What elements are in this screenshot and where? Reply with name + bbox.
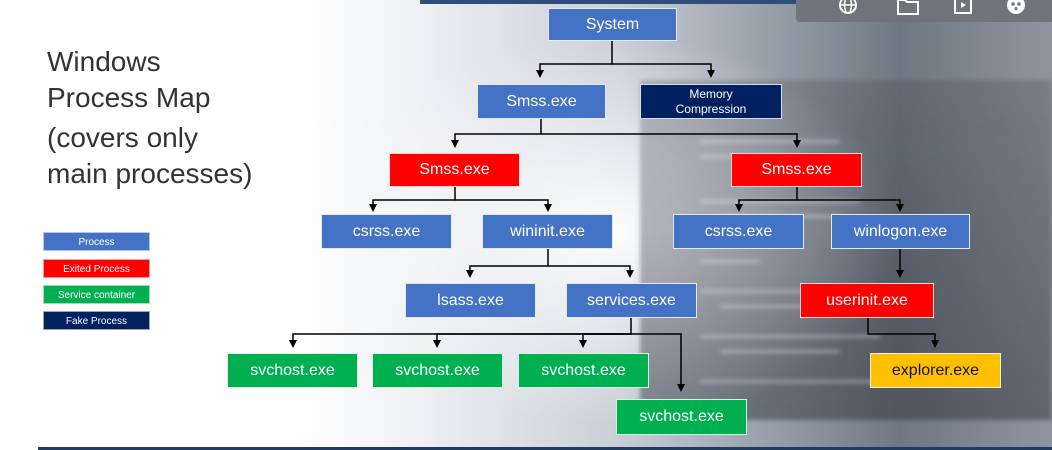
node-smss-session0[interactable]: Smss.exe	[389, 153, 520, 187]
edge-svchost1	[289, 318, 632, 348]
node-system[interactable]: System	[548, 8, 677, 41]
edge-system-memcomp	[612, 63, 715, 78]
title-line-3: (covers only	[47, 122, 198, 153]
edge-svchost4	[631, 333, 685, 392]
legend-process: Process	[43, 232, 150, 251]
edge-smss-session1	[541, 133, 801, 148]
play-icon[interactable]	[951, 0, 975, 18]
edge-csrss1	[735, 186, 798, 212]
avatar-icon[interactable]	[1004, 0, 1028, 18]
edge-wininit	[455, 199, 552, 212]
node-svchost-1[interactable]: svchost.exe	[227, 353, 358, 388]
toolbar	[796, 0, 1052, 22]
edge-smss-session0	[451, 118, 542, 148]
title-line-4: main processes)	[47, 158, 253, 189]
title-line-2: Process Map	[47, 82, 211, 113]
node-csrss-session0[interactable]: csrss.exe	[321, 214, 452, 249]
node-services[interactable]: services.exe	[566, 283, 697, 318]
node-smss-session1[interactable]: Smss.exe	[731, 153, 862, 187]
node-lsass[interactable]: lsass.exe	[405, 283, 536, 318]
node-explorer[interactable]: explorer.exe	[870, 353, 1001, 388]
edge-lsass	[466, 248, 549, 278]
edge-csrss0	[369, 186, 456, 212]
node-memory-compression[interactable]: Memory Compression	[640, 84, 782, 119]
node-wininit[interactable]: wininit.exe	[482, 214, 613, 249]
edge-svchost2	[433, 333, 631, 348]
page-title: Windows Process Map (covers only main pr…	[47, 44, 307, 192]
folder-icon[interactable]	[896, 0, 920, 18]
legend-fake-process: Fake Process	[43, 311, 150, 330]
edge-winlogon	[797, 199, 904, 212]
node-csrss-session1[interactable]: csrss.exe	[673, 214, 804, 249]
title-line-1: Windows	[47, 46, 161, 77]
node-svchost-4[interactable]: svchost.exe	[616, 399, 747, 435]
legend-service-container: Service container	[43, 285, 150, 304]
edge-explorer	[867, 318, 939, 348]
edge-services	[548, 265, 634, 278]
legend-exited-process: Exited Process	[43, 259, 150, 278]
node-svchost-3[interactable]: svchost.exe	[518, 353, 649, 388]
top-accent-bar	[420, 0, 1052, 4]
globe-icon[interactable]	[836, 0, 860, 18]
bottom-accent-bar	[38, 447, 1052, 450]
edge-svchost3	[579, 333, 631, 348]
node-smss-root[interactable]: Smss.exe	[477, 84, 606, 119]
node-svchost-2[interactable]: svchost.exe	[372, 353, 503, 388]
edge-system-branch	[536, 40, 613, 78]
node-winlogon[interactable]: winlogon.exe	[831, 214, 970, 249]
node-userinit[interactable]: userinit.exe	[800, 283, 934, 318]
